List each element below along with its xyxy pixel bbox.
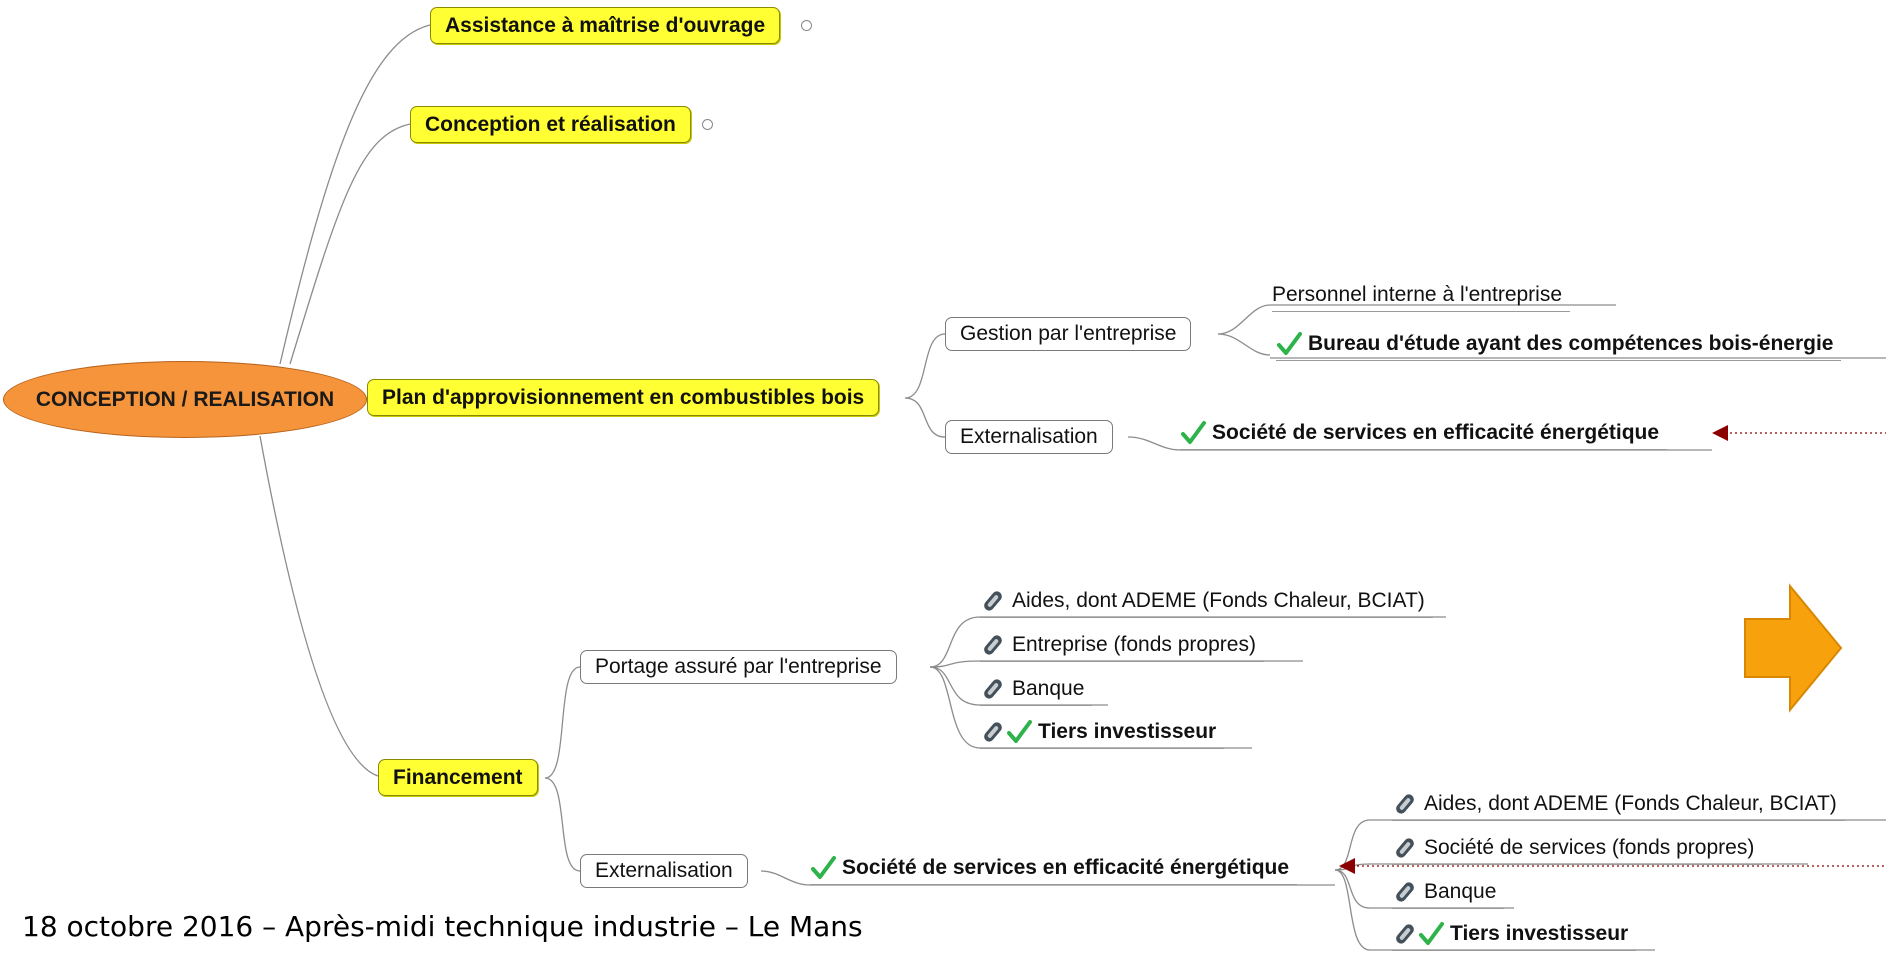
leaf-label: Tiers investisseur — [1038, 719, 1217, 743]
branch-plan[interactable]: Plan d'approvisionnement en combustibles… — [367, 379, 880, 416]
check-icon — [1277, 331, 1302, 355]
node-portage[interactable]: Portage assuré par l'entreprise — [580, 650, 897, 684]
link-arrow-icon — [1712, 425, 1728, 441]
paperclip-icon — [1396, 837, 1414, 858]
paperclip-icon — [1396, 793, 1414, 814]
paperclip-icon — [984, 590, 1002, 611]
footer-caption: 18 octobre 2016 – Après-midi technique i… — [22, 910, 863, 943]
leaf-banque[interactable]: Banque — [980, 672, 1093, 706]
leaf-label: Tiers investisseur — [1450, 921, 1629, 945]
leaf-label: Banque — [1424, 879, 1497, 903]
leaf-label: Banque — [1012, 676, 1085, 700]
paperclip-icon — [984, 721, 1002, 742]
check-icon — [811, 855, 836, 879]
branch-assistance[interactable]: Assistance à maîtrise d'ouvrage — [430, 7, 781, 44]
leaf-tiers-investisseur-ext[interactable]: Tiers investisseur — [1392, 917, 1637, 951]
collapse-circle-icon[interactable] — [801, 20, 812, 31]
leaf-label: Société de services (fonds propres) — [1424, 835, 1755, 859]
leaf-label: Entreprise (fonds propres) — [1012, 632, 1256, 656]
paperclip-icon — [1396, 881, 1414, 902]
right-arrow-icon — [1744, 583, 1843, 713]
leaf-label: Aides, dont ADEME (Fonds Chaleur, BCIAT) — [1012, 588, 1425, 612]
leaf-societe-services-plan[interactable]: Société de services en efficacité énergé… — [1180, 416, 1668, 450]
leaf-entreprise[interactable]: Entreprise (fonds propres) — [980, 628, 1264, 662]
leaf-tiers-investisseur[interactable]: Tiers investisseur — [980, 715, 1225, 749]
leaf-aides-portage[interactable]: Aides, dont ADEME (Fonds Chaleur, BCIAT) — [980, 584, 1433, 618]
branch-conception[interactable]: Conception et réalisation — [410, 106, 691, 143]
node-externalisation-plan[interactable]: Externalisation — [945, 420, 1113, 454]
root-node[interactable]: CONCEPTION / REALISATION — [3, 361, 367, 438]
link-arrow-icon — [1339, 858, 1355, 874]
leaf-aides-ext[interactable]: Aides, dont ADEME (Fonds Chaleur, BCIAT) — [1392, 787, 1845, 821]
check-icon — [1181, 420, 1206, 444]
leaf-banque-ext[interactable]: Banque — [1392, 875, 1505, 909]
paperclip-icon — [984, 678, 1002, 699]
node-externalisation-fin[interactable]: Externalisation — [580, 854, 748, 888]
leaf-label: Société de services en efficacité énergé… — [1212, 420, 1660, 444]
paperclip-icon — [1396, 923, 1414, 944]
leaf-societe-fonds[interactable]: Société de services (fonds propres) — [1392, 831, 1763, 865]
branch-financement[interactable]: Financement — [378, 759, 538, 796]
paperclip-icon — [984, 634, 1002, 655]
leaf-societe-services-fin[interactable]: Société de services en efficacité énergé… — [810, 851, 1298, 885]
leaf-label: Aides, dont ADEME (Fonds Chaleur, BCIAT) — [1424, 791, 1837, 815]
check-icon — [1007, 719, 1032, 743]
check-icon — [1419, 921, 1444, 945]
leaf-bureau-etude[interactable]: Bureau d'étude ayant des compétences boi… — [1276, 327, 1842, 361]
collapse-circle-icon[interactable] — [702, 119, 713, 130]
node-gestion[interactable]: Gestion par l'entreprise — [945, 317, 1192, 351]
leaf-label: Société de services en efficacité énergé… — [842, 855, 1290, 879]
leaf-personnel[interactable]: Personnel interne à l'entreprise — [1272, 278, 1571, 312]
leaf-label: Bureau d'étude ayant des compétences boi… — [1308, 331, 1834, 355]
